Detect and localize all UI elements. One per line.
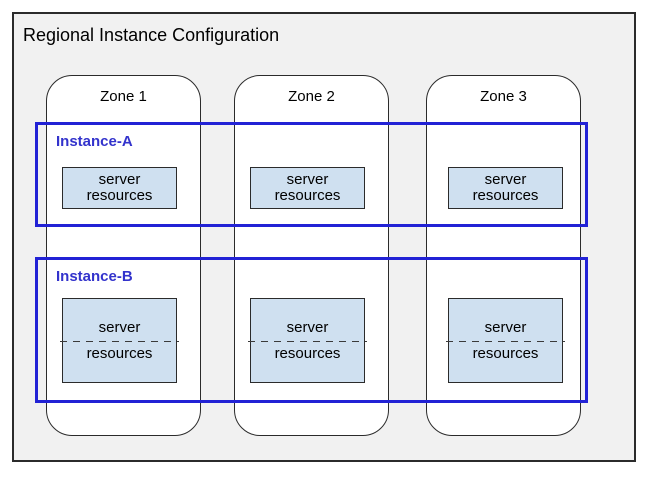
server-resources-box: server resources — [448, 167, 563, 209]
dashed-divider-line — [248, 340, 367, 342]
resource-label-line: resources — [274, 187, 341, 204]
instance-a-box: Instance-A — [35, 122, 588, 227]
resource-label-line: server — [98, 171, 141, 188]
server-resources-box-split: server resources — [60, 298, 179, 383]
diagram-title: Regional Instance Configuration — [23, 25, 280, 45]
resource-label-line: resources — [86, 344, 153, 362]
resource-label-line: server — [286, 318, 329, 336]
server-resources-box-split: server resources — [248, 298, 367, 383]
resource-label-line: resources — [274, 344, 341, 362]
instance-b-label: Instance-B — [56, 268, 133, 285]
resource-label-line: server — [484, 171, 527, 188]
zone-1-label: Zone 1 — [100, 88, 147, 105]
resource-label-line: resources — [472, 344, 539, 362]
instance-a-label: Instance-A — [56, 133, 133, 150]
region-box: Regional Instance Configuration Zone 1 Z… — [12, 12, 636, 462]
dashed-divider-line — [60, 340, 179, 342]
resource-label-line: resources — [86, 187, 153, 204]
resource-label-line: server — [98, 318, 141, 336]
zone-2-label: Zone 2 — [288, 88, 335, 105]
resource-label-line: server — [286, 171, 329, 188]
resource-label-line: server — [484, 318, 527, 336]
server-resources-box-split: server resources — [446, 298, 565, 383]
resource-label-line: resources — [472, 187, 539, 204]
server-resources-box: server resources — [62, 167, 177, 209]
server-resources-box: server resources — [250, 167, 365, 209]
dashed-divider-line — [446, 340, 565, 342]
instance-b-box: Instance-B — [35, 257, 588, 403]
zone-3-label: Zone 3 — [480, 88, 527, 105]
